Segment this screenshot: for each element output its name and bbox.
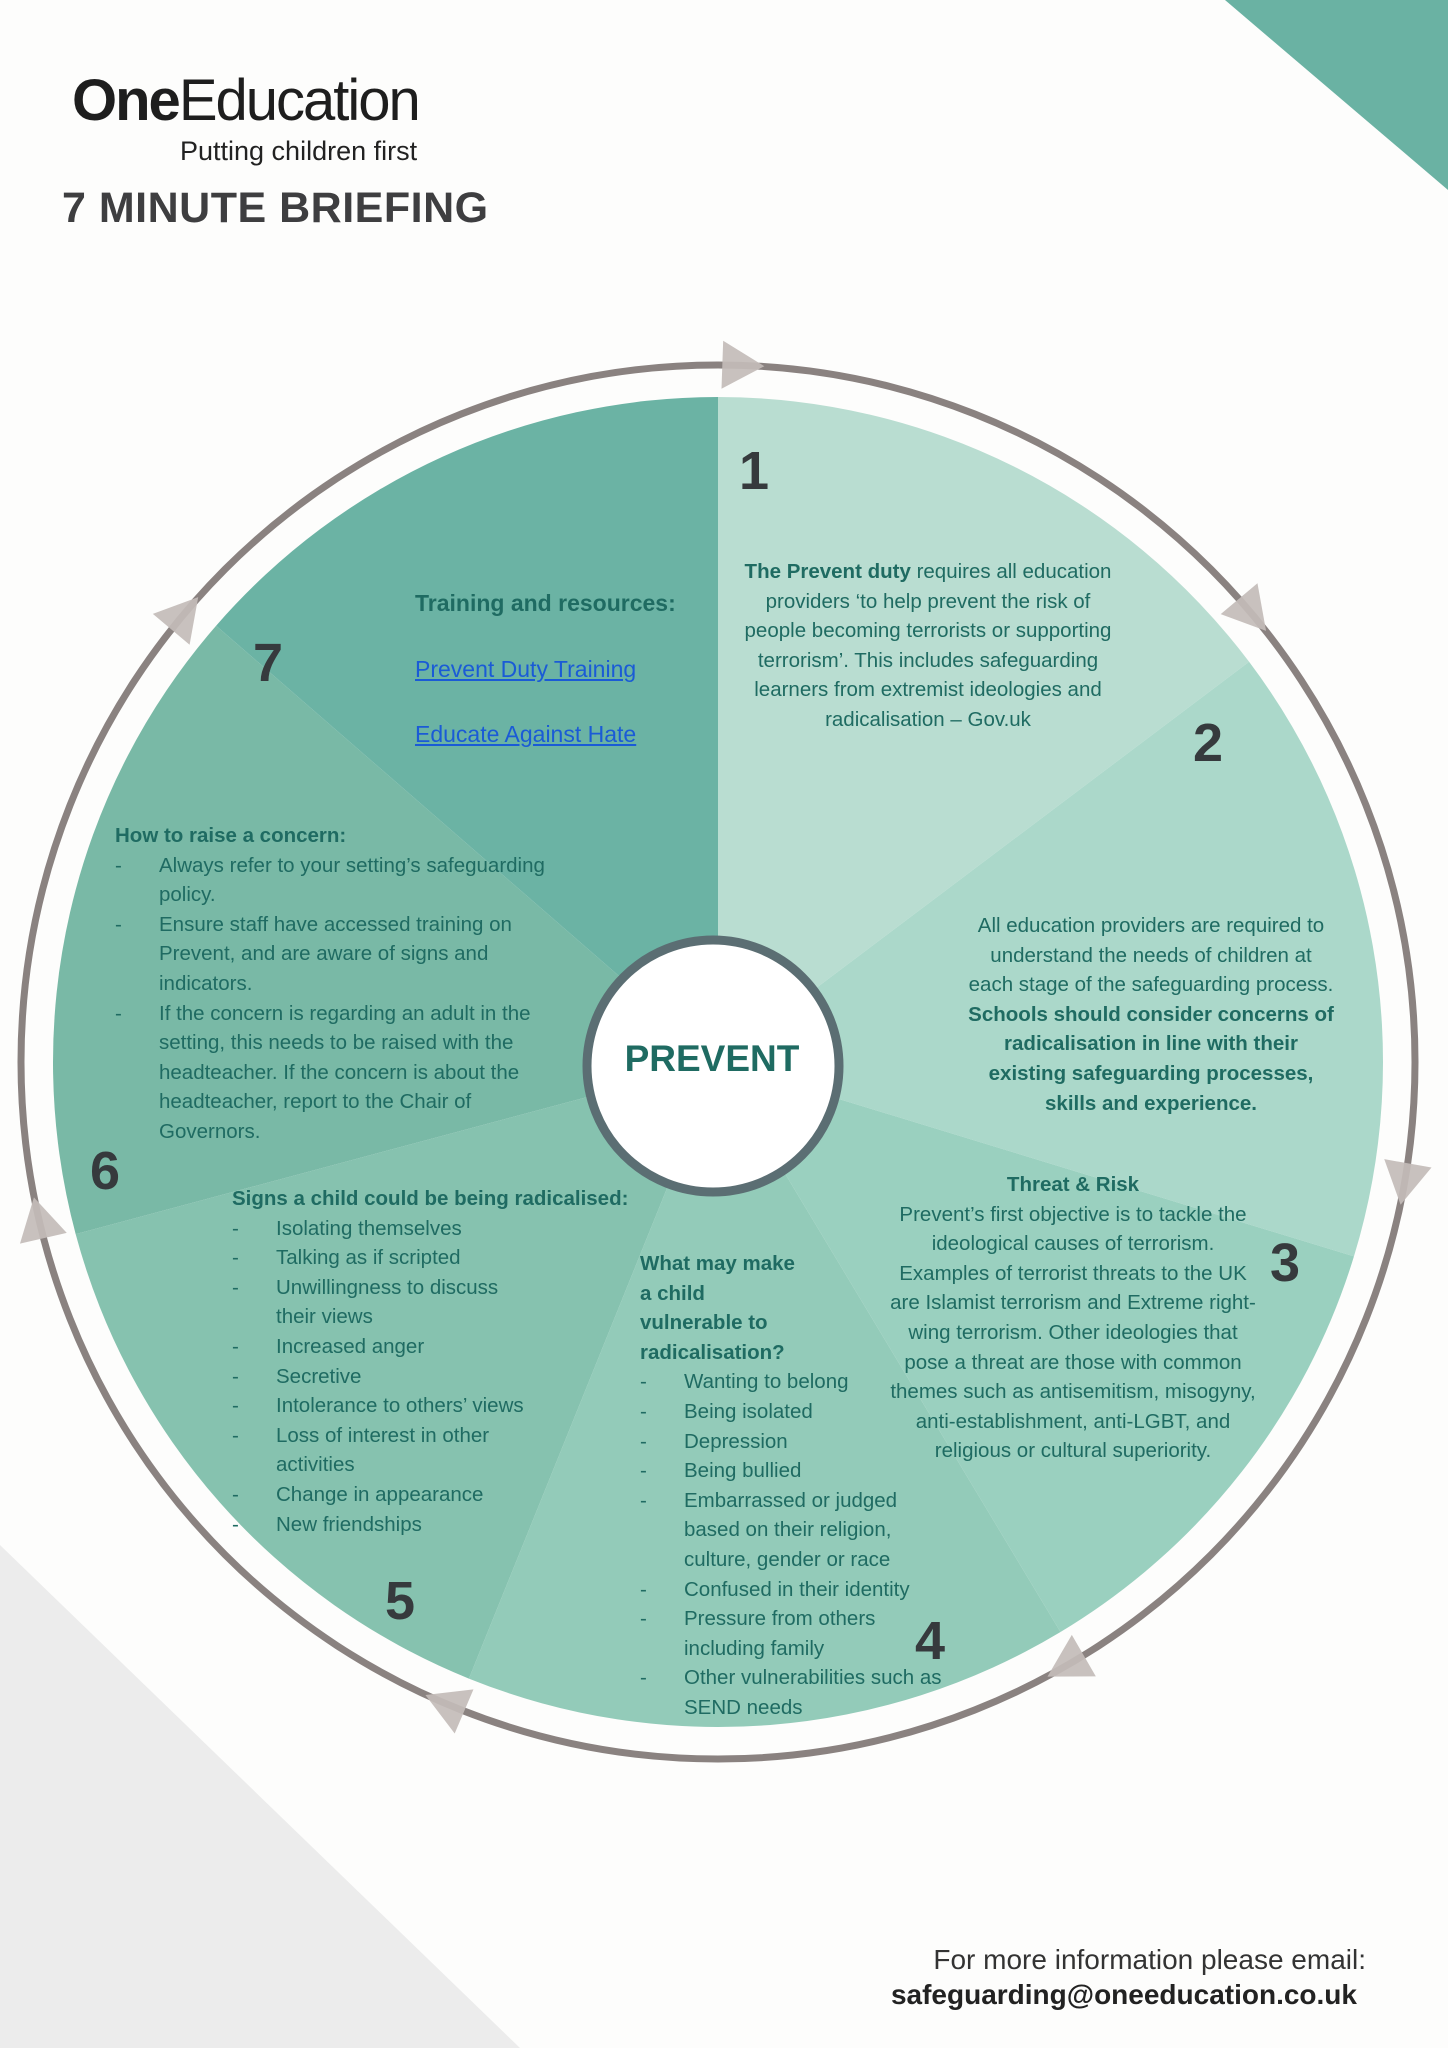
segment-3-text: Threat & Risk Prevent’s first objective … [888, 1170, 1258, 1466]
ring-arrows [19, 340, 1432, 1734]
wheel-wedge-2 [718, 661, 1384, 1257]
ring-arrow-7 [152, 597, 199, 645]
list-item: Unwillingness to discuss their views [232, 1273, 532, 1332]
vulnerability-list: Wanting to belong Being isolated Depress… [640, 1367, 950, 1722]
threat-risk-body: Prevent’s first objective is to tackle t… [890, 1202, 1256, 1463]
list-item: Loss of interest in other activities [232, 1421, 532, 1480]
list-item: Pressure from others including family [640, 1604, 950, 1663]
list-item: New friendships [232, 1510, 532, 1540]
list-item: Being isolated [640, 1397, 950, 1427]
ring-arrow-2 [1220, 583, 1267, 631]
list-item: If the concern is regarding an adult in … [115, 999, 575, 1147]
ring-arrow-1 [721, 340, 765, 389]
list-item: Confused in their identity [640, 1575, 950, 1605]
segment-number-5: 5 [385, 1571, 416, 1631]
list-item: Ensure staff have accessed training on P… [115, 910, 575, 999]
wheel-wedge-7 [216, 397, 718, 1062]
list-item: Change in appearance [232, 1480, 532, 1510]
brand-logo: OneEducation [72, 72, 421, 130]
list-item: Secretive [232, 1362, 532, 1392]
segment-number-1: 1 [739, 441, 770, 501]
segment-number-3: 3 [1270, 1233, 1301, 1293]
ring-arrow-4 [1047, 1634, 1096, 1677]
segment-1-text: The Prevent duty requires all education … [738, 557, 1118, 735]
ring-arrow-6 [19, 1197, 67, 1244]
center-label: PREVENT [624, 1038, 800, 1079]
ring-arrow-5 [425, 1689, 474, 1734]
raise-concern-title: How to raise a concern: [115, 824, 347, 847]
footer-email: safeguarding@oneeducation.co.uk [890, 1979, 1357, 2010]
top-right-corner-triangle [1225, 0, 1448, 190]
segment-4-text: What may make a child vulnerable to radi… [640, 1249, 970, 1723]
bottom-left-corner-triangle [0, 1545, 520, 2048]
list-item: Increased anger [232, 1332, 532, 1362]
brand-tagline: Putting children first [180, 136, 418, 166]
raise-concern-list: Always refer to your setting’s safeguard… [115, 851, 575, 1147]
segment-5-text: Signs a child could be being radicalised… [232, 1184, 652, 1539]
signs-list: Isolating themselves Talking as if scrip… [232, 1214, 532, 1540]
prevent-duty-lead: The Prevent duty [744, 560, 911, 583]
threat-risk-title: Threat & Risk [1006, 1173, 1140, 1196]
ring-arrow-3 [1384, 1159, 1432, 1205]
segment-number-2: 2 [1193, 713, 1224, 773]
segment-6-text: How to raise a concern: Always refer to … [115, 821, 575, 1147]
training-resources-title: Training and resources: [415, 590, 676, 616]
segment-2-text: All education providers are required to … [966, 911, 1336, 1118]
center-hub-ring [582, 935, 844, 1197]
outer-ring [17, 361, 1419, 1763]
list-item: Other vulnerabilities such as SEND needs [640, 1663, 950, 1722]
list-item: Being bullied [640, 1456, 950, 1486]
wheel-wedge-1 [718, 397, 1250, 1062]
list-item: Talking as if scripted [232, 1243, 532, 1273]
segment-2-body: All education providers are required to … [968, 914, 1334, 997]
prevent-duty-training-link[interactable]: Prevent Duty Training [415, 656, 637, 682]
brand-logo-bold: One [72, 68, 181, 133]
list-item: Embarrassed or judged based on their rel… [640, 1486, 950, 1575]
segment-number-6: 6 [90, 1141, 121, 1201]
brand-logo-light: Education [178, 68, 421, 133]
footer-contact-text: For more information please email: [933, 1944, 1366, 1975]
list-item: Always refer to your setting’s safeguard… [115, 851, 575, 910]
page-title: 7 MINUTE BRIEFING [62, 184, 489, 232]
list-item: Isolating themselves [232, 1214, 532, 1244]
wheel-wedge-3 [718, 1062, 1354, 1633]
list-item: Wanting to belong [640, 1367, 950, 1397]
segment-number-7: 7 [253, 633, 284, 693]
list-item: Depression [640, 1427, 950, 1457]
prevent-duty-body: requires all education providers ‘to hel… [744, 560, 1112, 731]
educate-against-hate-link[interactable]: Educate Against Hate [415, 721, 637, 747]
segment-2-bold: Schools should consider concerns of radi… [968, 1002, 1334, 1115]
vulnerability-title: What may make a child vulnerable to radi… [640, 1252, 795, 1364]
signs-title: Signs a child could be being radicalised… [232, 1187, 629, 1210]
list-item: Intolerance to others’ views [232, 1391, 532, 1421]
